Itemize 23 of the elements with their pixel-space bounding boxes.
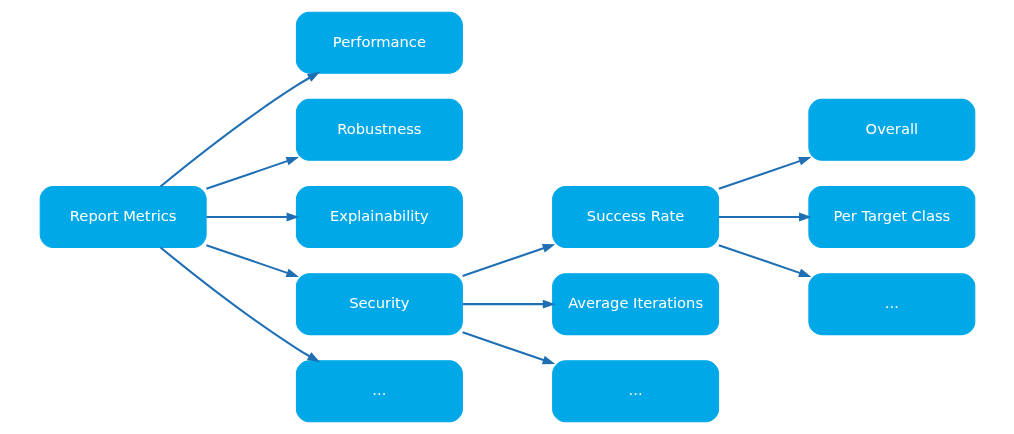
node-box: Average Iterations — [551, 273, 719, 336]
arrow — [461, 244, 555, 277]
arrow — [205, 212, 299, 222]
arrow — [461, 331, 555, 365]
arrow — [205, 156, 299, 190]
arrow — [205, 244, 299, 278]
node-box: ... — [807, 273, 975, 336]
node-box: Explainability — [295, 186, 463, 248]
arrow — [718, 212, 812, 222]
arrow — [717, 244, 811, 278]
node-box: Overall — [807, 98, 975, 161]
arrow — [159, 246, 320, 363]
node-box: Per Target Class — [807, 186, 975, 248]
node-box: Robustness — [295, 98, 463, 161]
node-box: ... — [295, 360, 463, 423]
node-box: Report Metrics — [39, 186, 207, 248]
node-box: Success Rate — [551, 186, 719, 248]
node-box: Security — [295, 273, 463, 336]
arrow — [159, 71, 320, 188]
node-box: Performance — [295, 11, 463, 74]
arrow — [717, 156, 811, 190]
arrow — [462, 299, 555, 309]
node-box: ... — [551, 360, 719, 423]
